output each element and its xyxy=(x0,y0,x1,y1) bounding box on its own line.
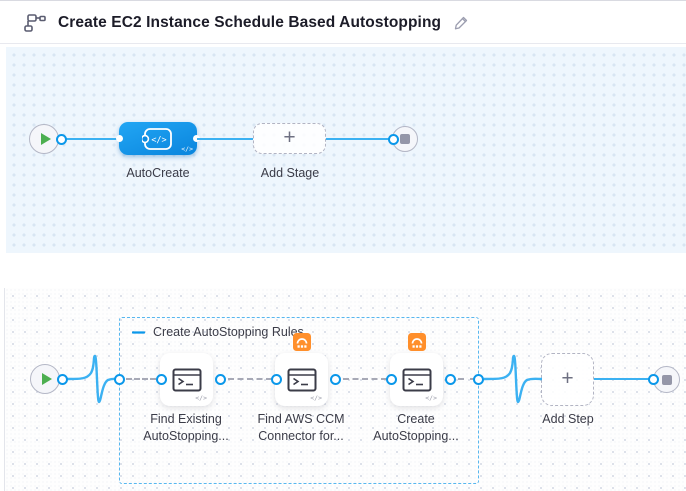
execution-start-node xyxy=(30,364,60,394)
stage-canvas[interactable]: </> </> AutoCreate + Add Stage xyxy=(6,47,686,253)
template-code-indicator: </> xyxy=(310,394,322,402)
edge-dashed xyxy=(343,378,387,380)
step-node-create-autostopping[interactable]: </> xyxy=(390,333,443,406)
connector-port[interactable] xyxy=(156,374,167,385)
link-squiggle xyxy=(67,354,121,404)
execution-end-node xyxy=(653,366,680,393)
ccm-autostopping-icon xyxy=(407,333,426,351)
step-node-find-existing[interactable]: </> xyxy=(160,353,213,406)
stop-icon xyxy=(661,374,672,385)
connector-port[interactable] xyxy=(215,374,226,385)
group-header[interactable]: Create AutoStopping Rules xyxy=(131,325,304,339)
connector-port[interactable] xyxy=(114,374,125,385)
execution-canvas[interactable]: Create AutoStopping Rules </> Find Exist… xyxy=(4,288,686,491)
plus-icon: + xyxy=(283,126,296,149)
play-icon xyxy=(40,133,51,145)
connector-port[interactable] xyxy=(330,374,341,385)
add-stage-label: Add Stage xyxy=(260,166,320,180)
template-code-indicator: </> xyxy=(181,145,193,153)
connector-port[interactable] xyxy=(388,134,399,145)
pipeline-graph-icon xyxy=(22,13,46,33)
stage-in-port[interactable] xyxy=(116,135,123,142)
step-group-create-autostopping-rules[interactable]: Create AutoStopping Rules xyxy=(119,317,479,484)
add-step-button[interactable]: + xyxy=(541,353,594,406)
stage-label: AutoCreate xyxy=(126,166,190,180)
edge-line xyxy=(66,138,120,140)
step-label: Create AutoStopping... xyxy=(373,412,459,443)
add-stage-button[interactable]: + xyxy=(253,123,326,154)
stage-node-autocreate[interactable]: </> </> xyxy=(116,122,200,155)
edge-line xyxy=(326,138,392,140)
svg-text:</>: </> xyxy=(151,135,166,145)
template-code-indicator: </> xyxy=(425,394,437,402)
add-step-label: Add Step xyxy=(542,412,594,426)
pipeline-start-node xyxy=(29,124,59,154)
plus-icon: + xyxy=(561,367,574,390)
ccm-autostopping-icon xyxy=(292,333,311,351)
step-label: Find Existing AutoStopping... xyxy=(143,412,229,443)
connector-port[interactable] xyxy=(445,374,456,385)
edge-line xyxy=(594,378,652,380)
connector-port[interactable] xyxy=(271,374,282,385)
connector-port[interactable] xyxy=(57,374,68,385)
connector-port[interactable] xyxy=(386,374,397,385)
stage-out-port[interactable] xyxy=(193,135,200,142)
template-code-indicator: </> xyxy=(195,394,207,402)
link-squiggle xyxy=(484,354,542,404)
connector-port[interactable] xyxy=(648,374,659,385)
edge-dashed xyxy=(228,378,272,380)
pipeline-header: Create EC2 Instance Schedule Based Autos… xyxy=(0,2,686,44)
connector-port[interactable] xyxy=(473,374,484,385)
step-node-find-aws-ccm-connector[interactable]: </> xyxy=(275,333,328,406)
shell-script-terminal-icon xyxy=(402,368,431,391)
shell-script-terminal-icon xyxy=(172,368,201,391)
play-icon xyxy=(41,373,52,385)
edit-pencil-icon[interactable] xyxy=(453,15,469,31)
stop-icon xyxy=(400,134,410,144)
collapse-minus-icon[interactable] xyxy=(131,326,146,339)
connector-port[interactable] xyxy=(56,134,67,145)
edge-dashed xyxy=(126,378,156,380)
shell-script-terminal-icon xyxy=(287,368,316,391)
group-label: Create AutoStopping Rules xyxy=(153,325,304,339)
custom-stage-code-icon: </> xyxy=(142,127,172,150)
edge-dashed xyxy=(458,378,476,380)
edge-line xyxy=(197,138,253,140)
pipeline-title: Create EC2 Instance Schedule Based Autos… xyxy=(58,13,442,31)
step-label: Find AWS CCM Connector for... xyxy=(257,412,345,443)
